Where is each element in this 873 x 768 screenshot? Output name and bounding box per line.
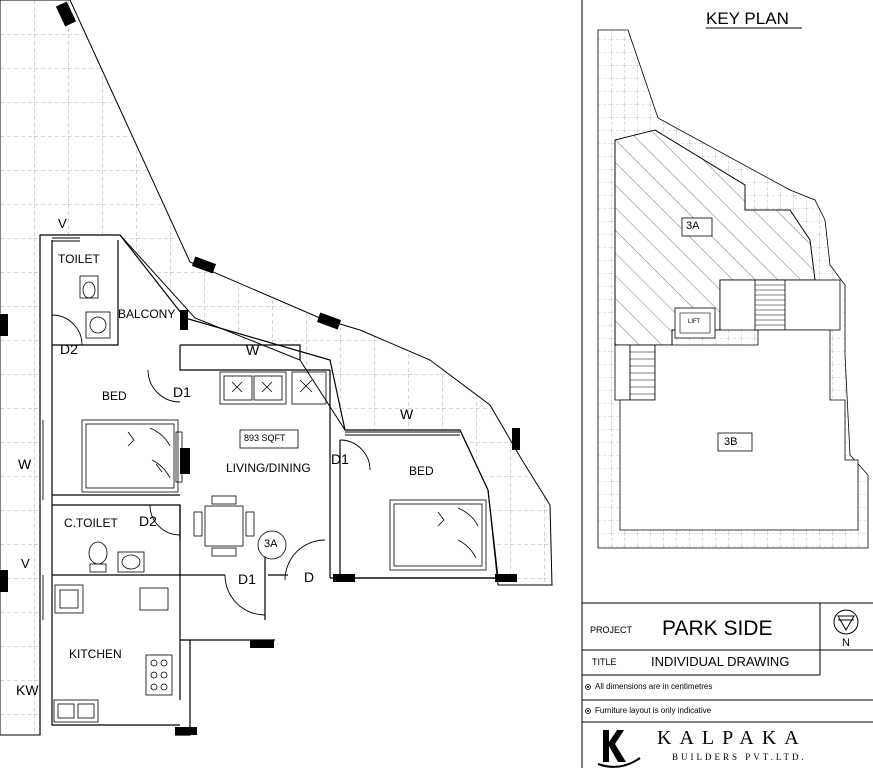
label-living-dining: LIVING/DINING	[226, 461, 311, 475]
company-name: KALPAKA	[657, 727, 807, 749]
sofa-set	[219, 371, 327, 405]
dining-table	[193, 495, 255, 557]
key-plan-unit-3a: 3A	[686, 220, 700, 232]
tag-kw: KW	[16, 682, 39, 698]
key-plan-title: KEY PLAN	[706, 9, 789, 28]
label-balcony: BALCONY	[118, 307, 176, 321]
tag-d1-living: D1	[331, 451, 349, 467]
area-text: 893 SQFT	[244, 433, 286, 443]
terrace-tiled-area	[0, 0, 553, 736]
company-logo-icon	[597, 730, 641, 768]
key-plan-lift: LIFT	[688, 319, 701, 325]
note-dimensions: All dimensions are in centimetres	[595, 682, 713, 691]
key-plan-drawing	[597, 27, 869, 549]
north-arrow-icon	[833, 609, 859, 635]
label-kitchen: KITCHEN	[69, 647, 122, 661]
note-furniture: Furniture layout is only indicative	[595, 706, 712, 715]
label-toilet: TOILET	[58, 252, 100, 266]
project-name: PARK SIDE	[662, 617, 773, 640]
columns	[0, 1, 520, 735]
tag-d2-ctoilet: D2	[139, 513, 157, 529]
right-bed	[389, 499, 487, 571]
tag-d1-bed: D1	[173, 384, 191, 400]
project-label: PROJECT	[590, 625, 633, 635]
tag-w-right: W	[400, 406, 414, 422]
tag-d2-left: D2	[60, 341, 78, 357]
tag-d1-kitchen: D1	[238, 571, 256, 587]
left-bed	[81, 419, 183, 493]
tag-w-top: W	[246, 342, 260, 358]
label-bed-left: BED	[102, 389, 127, 403]
key-plan-unit-3b: 3B	[724, 436, 738, 448]
windows	[39, 237, 460, 620]
title-value: INDIVIDUAL DRAWING	[651, 654, 790, 669]
title-label: TITLE	[592, 657, 617, 667]
unit-tag: 3A	[264, 538, 278, 550]
tag-v-bottom: V	[21, 556, 30, 571]
kitchen-fixtures	[53, 584, 173, 723]
area-box	[239, 429, 299, 449]
door-swings	[51, 314, 371, 616]
title-block-frame	[582, 602, 873, 723]
toilet-fixtures	[79, 275, 145, 573]
label-bed-right: BED	[409, 464, 434, 478]
company-sub: BUILDERS PVT.LTD.	[672, 752, 807, 762]
unit-circle	[257, 530, 287, 560]
label-c-toilet: C.TOILET	[64, 516, 118, 530]
tag-v-top: V	[58, 216, 67, 231]
tag-d-main: D	[304, 569, 315, 585]
north-label: N	[842, 637, 850, 649]
tag-w-left: W	[18, 456, 32, 472]
